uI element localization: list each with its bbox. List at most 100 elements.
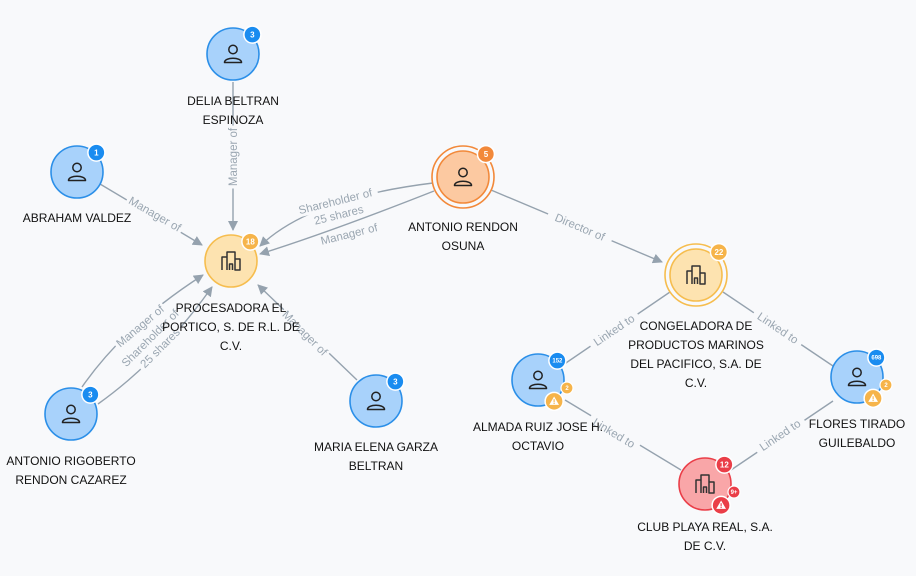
count-badge-text: 12 [720, 461, 729, 470]
count-badge-text: 3 [250, 31, 255, 40]
edge-almada-club[interactable]: Linked to [564, 399, 682, 471]
count-badge-circle [243, 25, 262, 44]
count-badge-circle [386, 372, 405, 391]
edge-label-bg [752, 414, 808, 457]
count-badge[interactable]: 22 [709, 242, 729, 262]
node-label: ABRAHAM VALDEZ [23, 211, 131, 225]
count-badge-text: 152 [552, 359, 563, 365]
node-label: BELTRAN [349, 459, 403, 473]
node-label: CLUB PLAYA REAL, S.A. [637, 520, 773, 534]
edge-label-bg [277, 306, 332, 361]
node-label: ANTONIO RENDON [408, 220, 518, 234]
count-badge-text: 18 [246, 238, 255, 247]
count-badge[interactable]: 18 [241, 232, 260, 251]
edge-label-text: Manager of [126, 195, 183, 235]
alert-count-badge[interactable]: 2 [560, 381, 574, 395]
count-badge-text: 3 [393, 378, 398, 387]
node-label: DE C.V. [684, 539, 726, 553]
count-badge-circle [241, 232, 260, 251]
edge-label-text: Manager of [320, 222, 380, 248]
warning-badge[interactable] [711, 495, 731, 516]
alert-count-text: 2 [565, 386, 569, 392]
edge-label-bg [291, 184, 380, 219]
count-badge[interactable]: 3 [243, 25, 262, 44]
node-label: ANTONIO RIGOBERTO [6, 454, 135, 468]
node-label: RENDON CAZAREZ [15, 473, 126, 487]
node-label: DEL PACIFICO, S.A. DE [630, 357, 761, 371]
edge-delia-procesadora[interactable]: Manager of [227, 82, 240, 231]
alert-count-circle [560, 381, 574, 395]
count-badge[interactable]: 1 [87, 143, 106, 162]
edge-label: Director of [545, 208, 615, 247]
count-badge[interactable]: 152 [548, 351, 567, 370]
count-badge-circle [548, 351, 567, 370]
count-badge-circle [476, 144, 496, 164]
edge-label-bg [124, 193, 186, 236]
count-badge[interactable]: 698 [867, 348, 886, 367]
count-badge-circle [709, 242, 729, 262]
alert-count-text: 2 [884, 383, 888, 389]
edge-label-bg [227, 125, 240, 189]
edge-label-text: Director of [553, 212, 607, 244]
node-club[interactable]: 12 9+ CLUB PLAYA REAL, S.A. DE C.V. [637, 455, 773, 553]
node-label: C.V. [220, 339, 242, 353]
edge-label-bg [112, 301, 169, 352]
edge-label-bg [585, 413, 642, 454]
count-badge-text: 1 [94, 149, 99, 158]
alert-count-circle [727, 485, 741, 499]
edge-label: Manager of [124, 193, 186, 236]
edge-label-bg [545, 208, 615, 247]
edge-label-bg [586, 309, 642, 352]
warning-badge[interactable] [863, 388, 883, 409]
count-badge-text: 22 [714, 248, 723, 257]
node-label: PORTICO, S. DE R.L. DE [162, 320, 300, 334]
edge-line[interactable] [259, 190, 435, 257]
node-label: PRODUCTOS MARINOS [628, 338, 764, 352]
edge-label-text: Manager of [228, 127, 240, 186]
count-badge-text: 3 [88, 391, 93, 400]
node-label: OCTAVIO [512, 439, 564, 453]
count-badge[interactable]: 12 [715, 455, 734, 474]
node-label: OSUNA [442, 239, 485, 253]
node-label: DELIA BELTRAN [187, 94, 279, 108]
edge-label-text: Linked to [758, 418, 803, 454]
count-badge-text: 5 [484, 150, 489, 159]
node-label: C.V. [685, 376, 707, 390]
count-badge[interactable]: 3 [386, 372, 405, 391]
count-badge-circle [87, 143, 106, 162]
edge-label-bg [115, 303, 186, 374]
node-label: PROCESADORA EL [176, 301, 287, 315]
alert-count-badge[interactable]: 9+ [727, 485, 741, 499]
node-label: ALMADA RUIZ JOSE H. [473, 420, 603, 434]
alert-count-badge[interactable]: 2 [879, 378, 893, 392]
selection-ring [664, 243, 728, 307]
count-badge[interactable]: 5 [476, 144, 496, 164]
node-label: FLORES TIRADO [809, 417, 905, 431]
count-badge[interactable]: 3 [81, 385, 100, 404]
edge-label-bg [750, 307, 806, 350]
node-circle[interactable] [669, 248, 723, 302]
edge-label-bg [309, 202, 369, 229]
alert-count-text: 9+ [731, 490, 738, 496]
node-label: MARIA ELENA GARZA [314, 440, 438, 454]
count-badge-circle [715, 455, 734, 474]
edge-label: Linked to [752, 414, 808, 457]
selection-ring [431, 145, 495, 209]
warning-badge[interactable] [544, 391, 564, 412]
edge-label-bg [135, 323, 186, 374]
node-label: ESPINOZA [203, 113, 264, 127]
node-label: GUILEBALDO [819, 436, 896, 450]
edge-label: Manager of [227, 125, 240, 189]
count-badge-text: 698 [871, 356, 882, 362]
